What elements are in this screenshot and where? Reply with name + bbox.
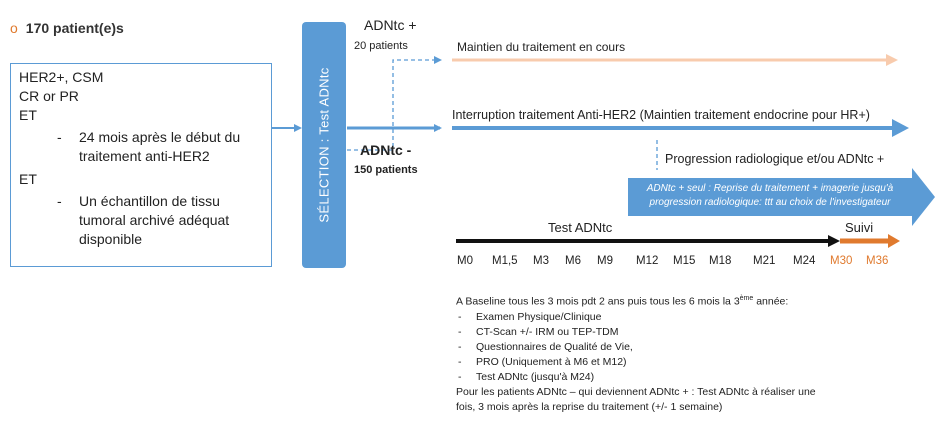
patient-count-header: o 170 patient(e)s	[10, 20, 124, 36]
reprise-line-1: ADNtc + seul : Reprise du traitement + i…	[646, 183, 894, 194]
notes-intro-end: année:	[753, 295, 789, 308]
criteria-et-2: ET	[19, 171, 37, 187]
interruption-label: Interruption traitement Anti-HER2 (Maint…	[452, 108, 870, 122]
dash-icon: -	[458, 340, 462, 353]
timeline-tick: M18	[709, 255, 732, 267]
timeline-test-label: Test ADNtc	[548, 220, 613, 235]
dash-icon: -	[57, 129, 62, 145]
dash-icon: -	[458, 355, 462, 368]
reprise-arrowhead	[912, 168, 935, 226]
notes-item: - CT-Scan +/- IRM ou TEP-TDM	[456, 325, 926, 340]
criteria-sub-1: - 24 mois après le début du traitement a…	[19, 128, 263, 166]
criteria-sub-1-text: 24 mois après le début du traitement ant…	[79, 129, 241, 164]
schedule-notes: A Baseline tous les 3 mois pdt 2 ans pui…	[456, 291, 926, 415]
dash-icon: -	[458, 310, 462, 323]
criteria-sub-2-text: Un échantillon de tissu tumoral archivé …	[79, 193, 230, 247]
maintain-treatment-arrowhead	[886, 54, 898, 66]
negative-branch-title: ADNtc -	[360, 142, 412, 158]
patient-count: 170 patient(e)s	[25, 20, 124, 36]
criteria-her2: HER2+, CSM	[19, 69, 104, 85]
timeline-tick: M0	[457, 255, 473, 267]
notes-intro-text: A Baseline tous les 3 mois pdt 2 ans pui…	[456, 295, 740, 308]
maintain-treatment-label: Maintien du traitement en cours	[457, 40, 626, 54]
notes-item-text: CT-Scan +/- IRM ou TEP-TDM	[476, 325, 619, 338]
timeline-tick: M1,5	[492, 255, 518, 267]
selection-box: SÉLECTION : Test ADNtc	[302, 22, 346, 268]
selection-label: SÉLECTION : Test ADNtc	[316, 67, 332, 223]
notes-item: - Examen Physique/Clinique	[456, 310, 926, 325]
notes-item-text: Examen Physique/Clinique	[476, 310, 602, 323]
timeline-tick: M24	[793, 255, 816, 267]
bullet-icon: o	[10, 20, 18, 36]
timeline-test-arrowhead	[828, 235, 840, 247]
progression-label: Progression radiologique et/ou ADNtc +	[665, 152, 885, 166]
timeline-follow-tick: M36	[866, 255, 889, 267]
dash-icon: -	[458, 370, 462, 383]
dashed-arrow-positive	[347, 56, 442, 151]
interruption-arrowhead	[892, 119, 909, 137]
inclusion-criteria-box: HER2+, CSM CR or PR ET - 24 mois après l…	[10, 63, 272, 267]
timeline-tick: M15	[673, 255, 696, 267]
notes-intro: A Baseline tous les 3 mois pdt 2 ans pui…	[456, 291, 926, 310]
notes-item: - Questionnaires de Qualité de Vie,	[456, 340, 926, 355]
timeline-follow-label: Suivi	[845, 220, 874, 235]
negative-branch-count: 150 patients	[354, 164, 418, 176]
timeline-tick: M9	[597, 255, 613, 267]
criteria-response: CR or PR	[19, 88, 79, 104]
reprise-info-box: ADNtc + seul : Reprise du traitement + i…	[628, 178, 912, 216]
timeline-follow-arrowhead	[888, 234, 900, 248]
criteria-sub-2: - Un échantillon de tissu tumoral archiv…	[19, 192, 263, 249]
notes-item: - Test ADNtc (jusqu'à M24)	[456, 370, 926, 385]
notes-intro-sup: ème	[739, 295, 754, 302]
notes-footer-2: fois, 3 mois après la reprise du traitem…	[456, 400, 723, 413]
timeline-tick: M3	[533, 255, 549, 267]
positive-branch-count: 20 patients	[354, 40, 408, 52]
notes-footer-1: Pour les patients ADNtc – qui deviennent…	[456, 385, 816, 398]
timeline-tick: M21	[753, 255, 776, 267]
timeline-tick: M12	[636, 255, 659, 267]
positive-branch-title: ADNtc +	[364, 17, 417, 33]
notes-item: - PRO (Uniquement à M6 et M12)	[456, 355, 926, 370]
notes-item-text: PRO (Uniquement à M6 et M12)	[476, 355, 627, 368]
notes-item-text: Test ADNtc (jusqu'à M24)	[476, 370, 595, 383]
criteria-et-1: ET	[19, 107, 37, 123]
timeline-tick: M6	[565, 255, 581, 267]
timeline-follow-tick: M30	[830, 255, 853, 267]
dash-icon: -	[57, 193, 62, 209]
notes-item-text: Questionnaires de Qualité de Vie,	[476, 340, 633, 353]
dash-icon: -	[458, 325, 462, 338]
reprise-line-2: progression radiologique: ttt au choix d…	[649, 197, 891, 208]
